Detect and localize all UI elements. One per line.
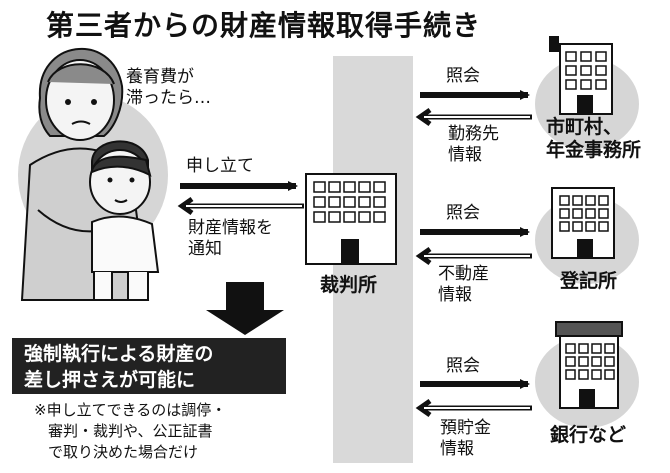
window [598, 221, 609, 232]
window [591, 369, 602, 380]
court-label: 裁判所 [320, 274, 378, 296]
window [565, 65, 577, 76]
notify-line-1: 財産情報を [188, 218, 273, 238]
window [373, 211, 386, 223]
window [578, 356, 589, 367]
window [373, 181, 386, 193]
target-1-line-2: 年金事務所 [546, 139, 642, 161]
result-box: 強制執行による財産の 差し押さえが可能に [12, 338, 286, 394]
child-illustration [89, 140, 160, 301]
window [559, 208, 570, 219]
window [598, 195, 609, 206]
query-label-2: 照会 [446, 203, 480, 223]
window [565, 356, 576, 367]
window [358, 181, 371, 193]
window [572, 195, 583, 206]
footnote: ※申し立てできるのは調停・ 審判・裁判や、公正証書 で取り決めた場合だけ [34, 400, 226, 463]
window [328, 211, 341, 223]
window [580, 79, 592, 90]
window [559, 221, 570, 232]
window [358, 211, 371, 223]
window [565, 343, 576, 354]
window [328, 181, 341, 193]
thought-line-1: 養育費が [126, 67, 194, 87]
info-2-line-2: 情報 [438, 285, 472, 305]
info-1-line-1: 勤務先 [448, 124, 499, 144]
info-label-1: 勤務先 情報 [448, 124, 499, 166]
window [572, 208, 583, 219]
window [565, 51, 577, 62]
petition-label: 申し立て [186, 156, 254, 176]
query-label-3: 照会 [446, 356, 480, 376]
footnote-line-1: ※申し立てできるのは調停・ [34, 401, 227, 419]
window [585, 208, 596, 219]
window [585, 195, 596, 206]
target-label-3: 銀行など [550, 424, 627, 446]
window [358, 196, 371, 208]
window [604, 369, 615, 380]
window [313, 181, 326, 193]
footnote-line-3: で取り決めた場合だけ [48, 443, 199, 461]
result-line-1: 強制執行による財産の [24, 343, 214, 365]
query-label-1: 照会 [446, 66, 480, 86]
window [595, 51, 607, 62]
target-1-line-1: 市町村、 [546, 116, 623, 138]
window [595, 79, 607, 90]
info-2-line-1: 不動産 [438, 264, 489, 284]
window [595, 65, 607, 76]
window [565, 79, 577, 90]
window [580, 65, 592, 76]
window [578, 369, 589, 380]
window [572, 221, 583, 232]
info-label-2: 不動産 情報 [438, 264, 489, 306]
window [604, 343, 615, 354]
window [578, 343, 589, 354]
notify-line-2: 通知 [188, 239, 222, 259]
window [559, 195, 570, 206]
diagram-title: 第三者からの財産情報取得手続き [46, 9, 482, 42]
window [313, 211, 326, 223]
window [313, 196, 326, 208]
info-label-3: 預貯金 情報 [440, 418, 491, 460]
notify-label: 財産情報を 通知 [188, 218, 273, 260]
window [580, 51, 592, 62]
window [328, 196, 341, 208]
building-windows [313, 51, 615, 380]
window [598, 208, 609, 219]
window [343, 196, 356, 208]
thought-bubble: 養育費が 滞ったら… [126, 67, 211, 109]
result-down-arrow [206, 282, 284, 335]
target-label-2: 登記所 [560, 270, 618, 292]
window [585, 221, 596, 232]
window [604, 356, 615, 367]
footnote-line-2: 審判・裁判や、公正証書 [48, 422, 213, 440]
info-3-line-2: 情報 [440, 439, 474, 459]
window [565, 369, 576, 380]
thought-line-2: 滞ったら… [126, 88, 211, 108]
window [343, 211, 356, 223]
window [591, 356, 602, 367]
info-1-line-2: 情報 [448, 145, 482, 165]
window [343, 181, 356, 193]
result-line-2: 差し押さえが可能に [24, 369, 196, 391]
info-3-line-1: 預貯金 [440, 418, 491, 438]
window [591, 343, 602, 354]
target-label-1: 市町村、 年金事務所 [546, 116, 641, 162]
window [373, 196, 386, 208]
